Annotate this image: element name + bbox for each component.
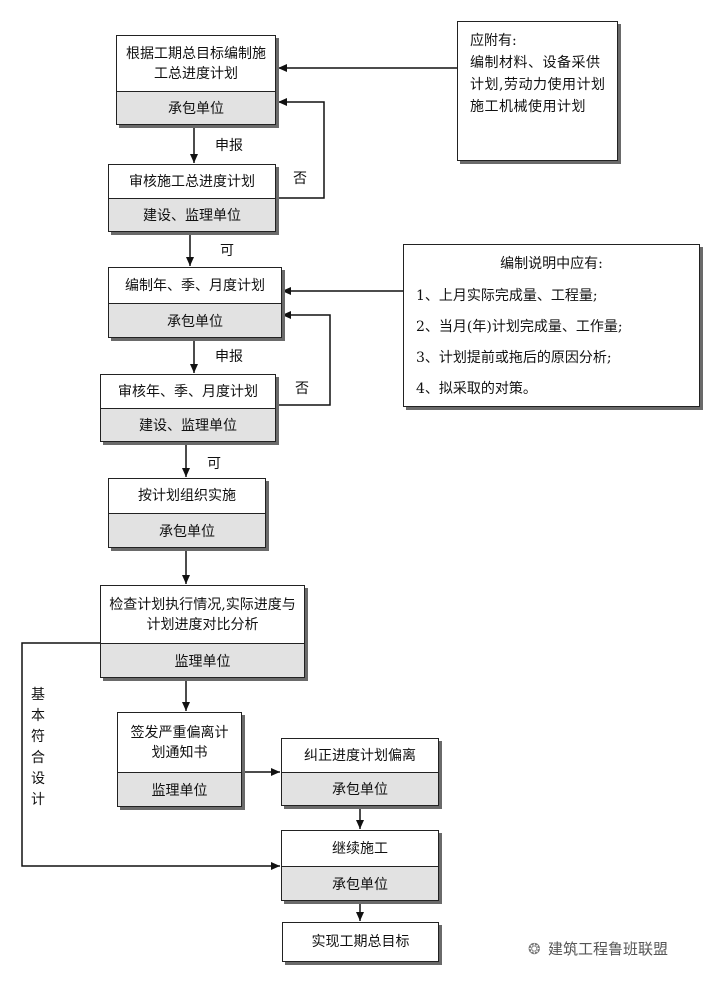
node-check-progress: 检查计划执行情况,实际进度与计划进度对比分析 监理单位 [100, 585, 305, 678]
node-achieve-goal-task: 实现工期总目标 [283, 923, 438, 961]
node-review-period-plan-task: 审核年、季、月度计划 [101, 375, 275, 408]
node-implement-plan-task: 按计划组织实施 [109, 479, 265, 513]
label-approve-1: 可 [220, 243, 234, 259]
node-implement-plan: 按计划组织实施 承包单位 [108, 478, 266, 548]
node-prepare-master-schedule: 根据工期总目标编制施工总进度计划 承包单位 [116, 35, 276, 125]
note-attachments-title: 应附有: [470, 33, 517, 49]
node-prepare-period-plan-party: 承包单位 [109, 303, 281, 337]
arrow-n4-reject [276, 311, 331, 406]
node-review-master-schedule-task: 审核施工总进度计划 [109, 165, 275, 198]
node-correct-deviation: 纠正进度计划偏离 承包单位 [281, 738, 439, 806]
label-basically-meets-design: 基本符合设计 [31, 687, 45, 808]
node-review-master-schedule-party: 建设、监理单位 [109, 198, 275, 231]
label-approve-2: 可 [207, 456, 221, 472]
node-continue-construction: 继续施工 承包单位 [281, 830, 439, 901]
node-prepare-period-plan: 编制年、季、月度计划 承包单位 [108, 267, 282, 338]
label-reject-1: 否 [293, 171, 307, 187]
note-attachments-body: 编制材料、设备采供计划,劳动力使用计划施工机械使用计划 [470, 55, 606, 115]
node-correct-deviation-party: 承包单位 [282, 772, 438, 805]
note-explanation-item: 4、拟采取的对策。 [416, 381, 537, 397]
arrow-side-n9 [21, 642, 280, 870]
note-explanation-item: 1、上月实际完成量、工程量; [416, 288, 598, 304]
node-achieve-goal: 实现工期总目标 [282, 922, 439, 962]
node-check-progress-party: 监理单位 [101, 643, 304, 677]
node-correct-deviation-task: 纠正进度计划偏离 [282, 739, 438, 772]
node-continue-construction-party: 承包单位 [282, 866, 438, 900]
node-prepare-period-plan-task: 编制年、季、月度计划 [109, 268, 281, 303]
node-continue-construction-task: 继续施工 [282, 831, 438, 866]
arrow-n2-reject [276, 98, 325, 199]
node-implement-plan-party: 承包单位 [109, 513, 265, 547]
node-review-period-plan-party: 建设、监理单位 [101, 408, 275, 441]
node-prepare-master-schedule-party: 承包单位 [117, 91, 275, 124]
label-report-2: 申报 [215, 349, 243, 365]
label-reject-2: 否 [295, 381, 309, 397]
node-issue-deviation-notice-task: 签发严重偏离计划通知书 [118, 713, 241, 772]
node-review-period-plan: 审核年、季、月度计划 建设、监理单位 [100, 374, 276, 442]
note-explanation: 编制说明中应有: 1、上月实际完成量、工程量; 2、当月(年)计划完成量、工作量… [403, 244, 700, 407]
watermark-text: 建筑工程鲁班联盟 [548, 940, 669, 958]
note-attachments: 应附有: 编制材料、设备采供计划,劳动力使用计划施工机械使用计划 [457, 21, 618, 161]
node-issue-deviation-notice: 签发严重偏离计划通知书 监理单位 [117, 712, 242, 807]
note-explanation-item: 2、当月(年)计划完成量、工作量; [416, 319, 623, 335]
note-explanation-item: 3、计划提前或拖后的原因分析; [416, 350, 612, 366]
node-issue-deviation-notice-party: 监理单位 [118, 772, 241, 806]
label-report-1: 申报 [215, 138, 243, 154]
node-prepare-master-schedule-task: 根据工期总目标编制施工总进度计划 [117, 36, 275, 91]
node-check-progress-task: 检查计划执行情况,实际进度与计划进度对比分析 [101, 586, 304, 643]
node-review-master-schedule: 审核施工总进度计划 建设、监理单位 [108, 164, 276, 232]
wechat-icon: ❂ [528, 940, 541, 958]
note-explanation-title: 编制说明中应有: [500, 256, 603, 272]
watermark: ❂ 建筑工程鲁班联盟 [528, 938, 668, 959]
